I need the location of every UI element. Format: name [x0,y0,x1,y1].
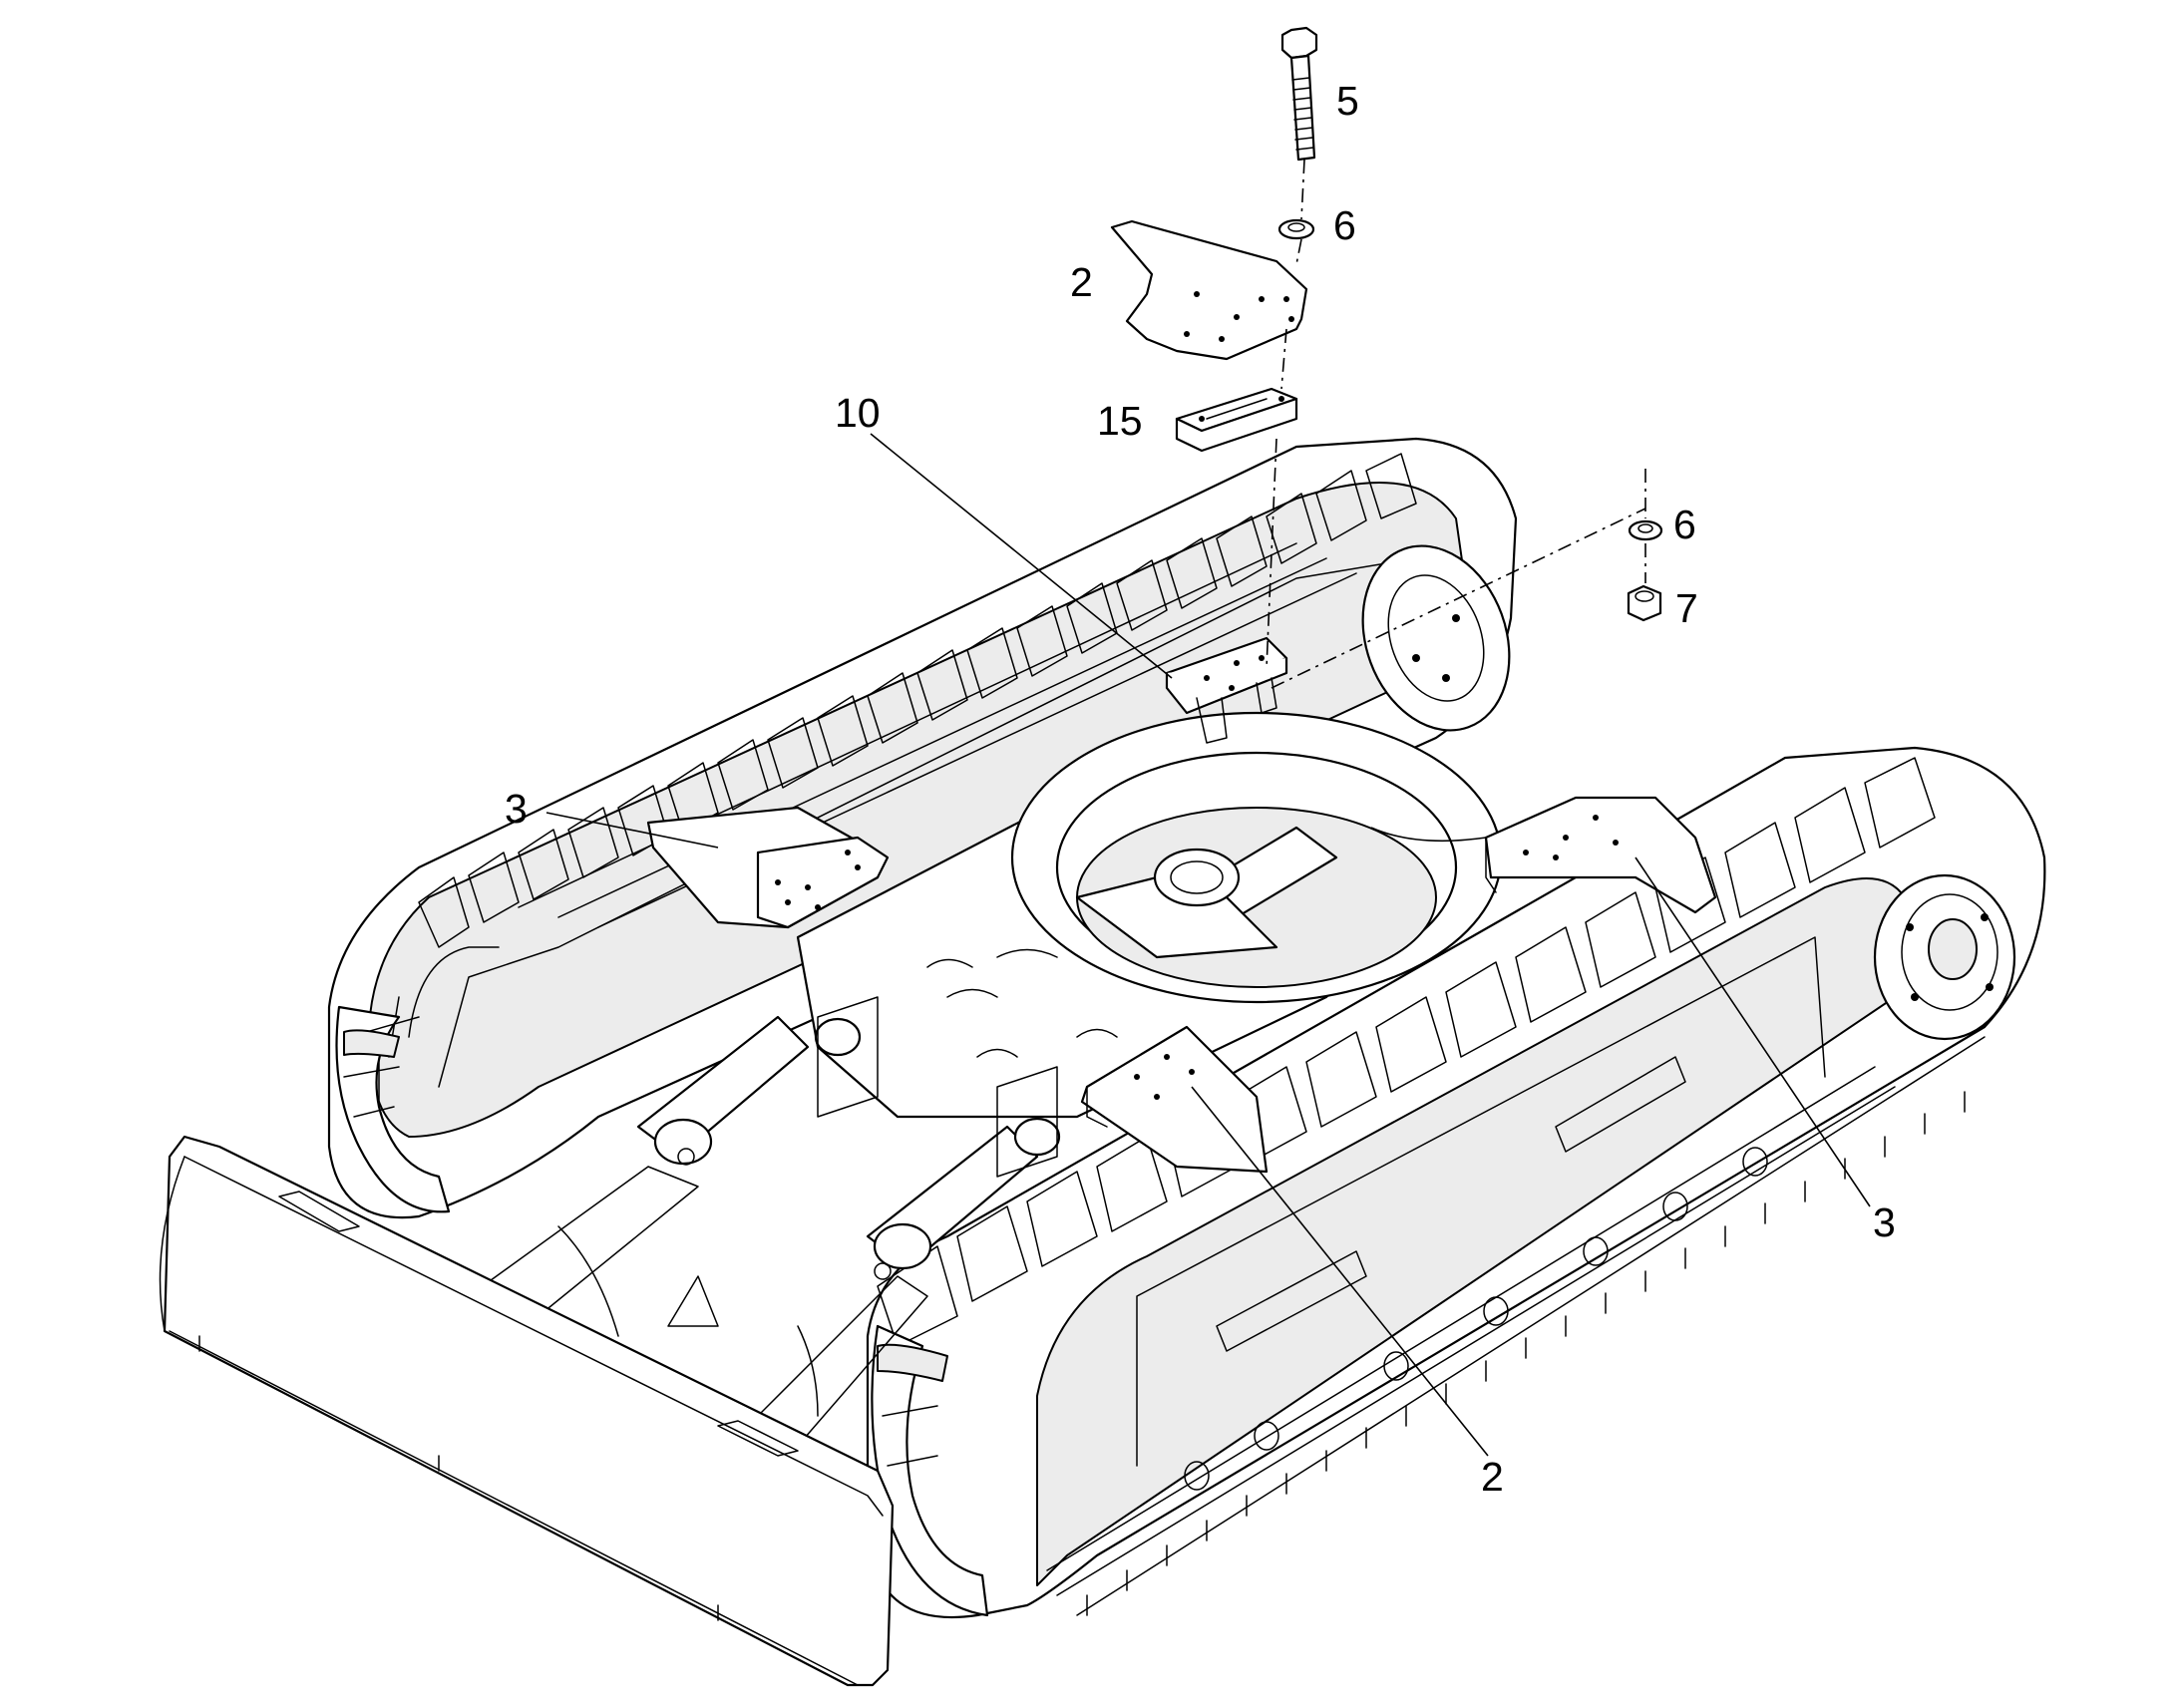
right-track-assembly [866,746,2046,1619]
center-frame [796,711,1503,1119]
callout-6-right: 6 [1673,502,1696,547]
callout-5: 5 [1336,78,1359,124]
callout-7: 7 [1675,585,1698,631]
plate-3-left [646,806,890,929]
callout-3-right: 3 [1873,1199,1896,1245]
slewing-ring [1010,711,1503,1004]
bottom-rollers [1184,1147,1768,1491]
spacer-15 [1175,387,1298,453]
nut-7 [1627,584,1662,622]
callout-labels: 5 6 2 15 10 6 7 3 3 2 [505,78,1896,1500]
plate-2-lower [1080,1025,1269,1174]
plate-10-mount [1165,636,1288,744]
washer-6-upper [1277,218,1315,240]
callout-3-left: 3 [505,786,528,832]
dozer-blade [159,1135,895,1687]
right-track-grousers [1086,1091,1966,1616]
leader-lines [545,433,1871,1457]
plate-3-right [1484,796,1717,914]
plate-2-upper [1110,219,1308,361]
bolt-5 [1280,26,1318,162]
callout-2-lower: 2 [1481,1454,1504,1500]
assembly-centerlines [1266,159,1646,689]
callout-10: 10 [835,390,881,436]
right-drive-motor [1873,873,2016,1041]
callout-6-upper: 6 [1333,202,1356,248]
blade-cylinders [636,996,1061,1280]
callout-2-upper: 2 [1070,259,1093,305]
washer-6-right [1628,519,1663,541]
callout-15: 15 [1097,398,1143,444]
